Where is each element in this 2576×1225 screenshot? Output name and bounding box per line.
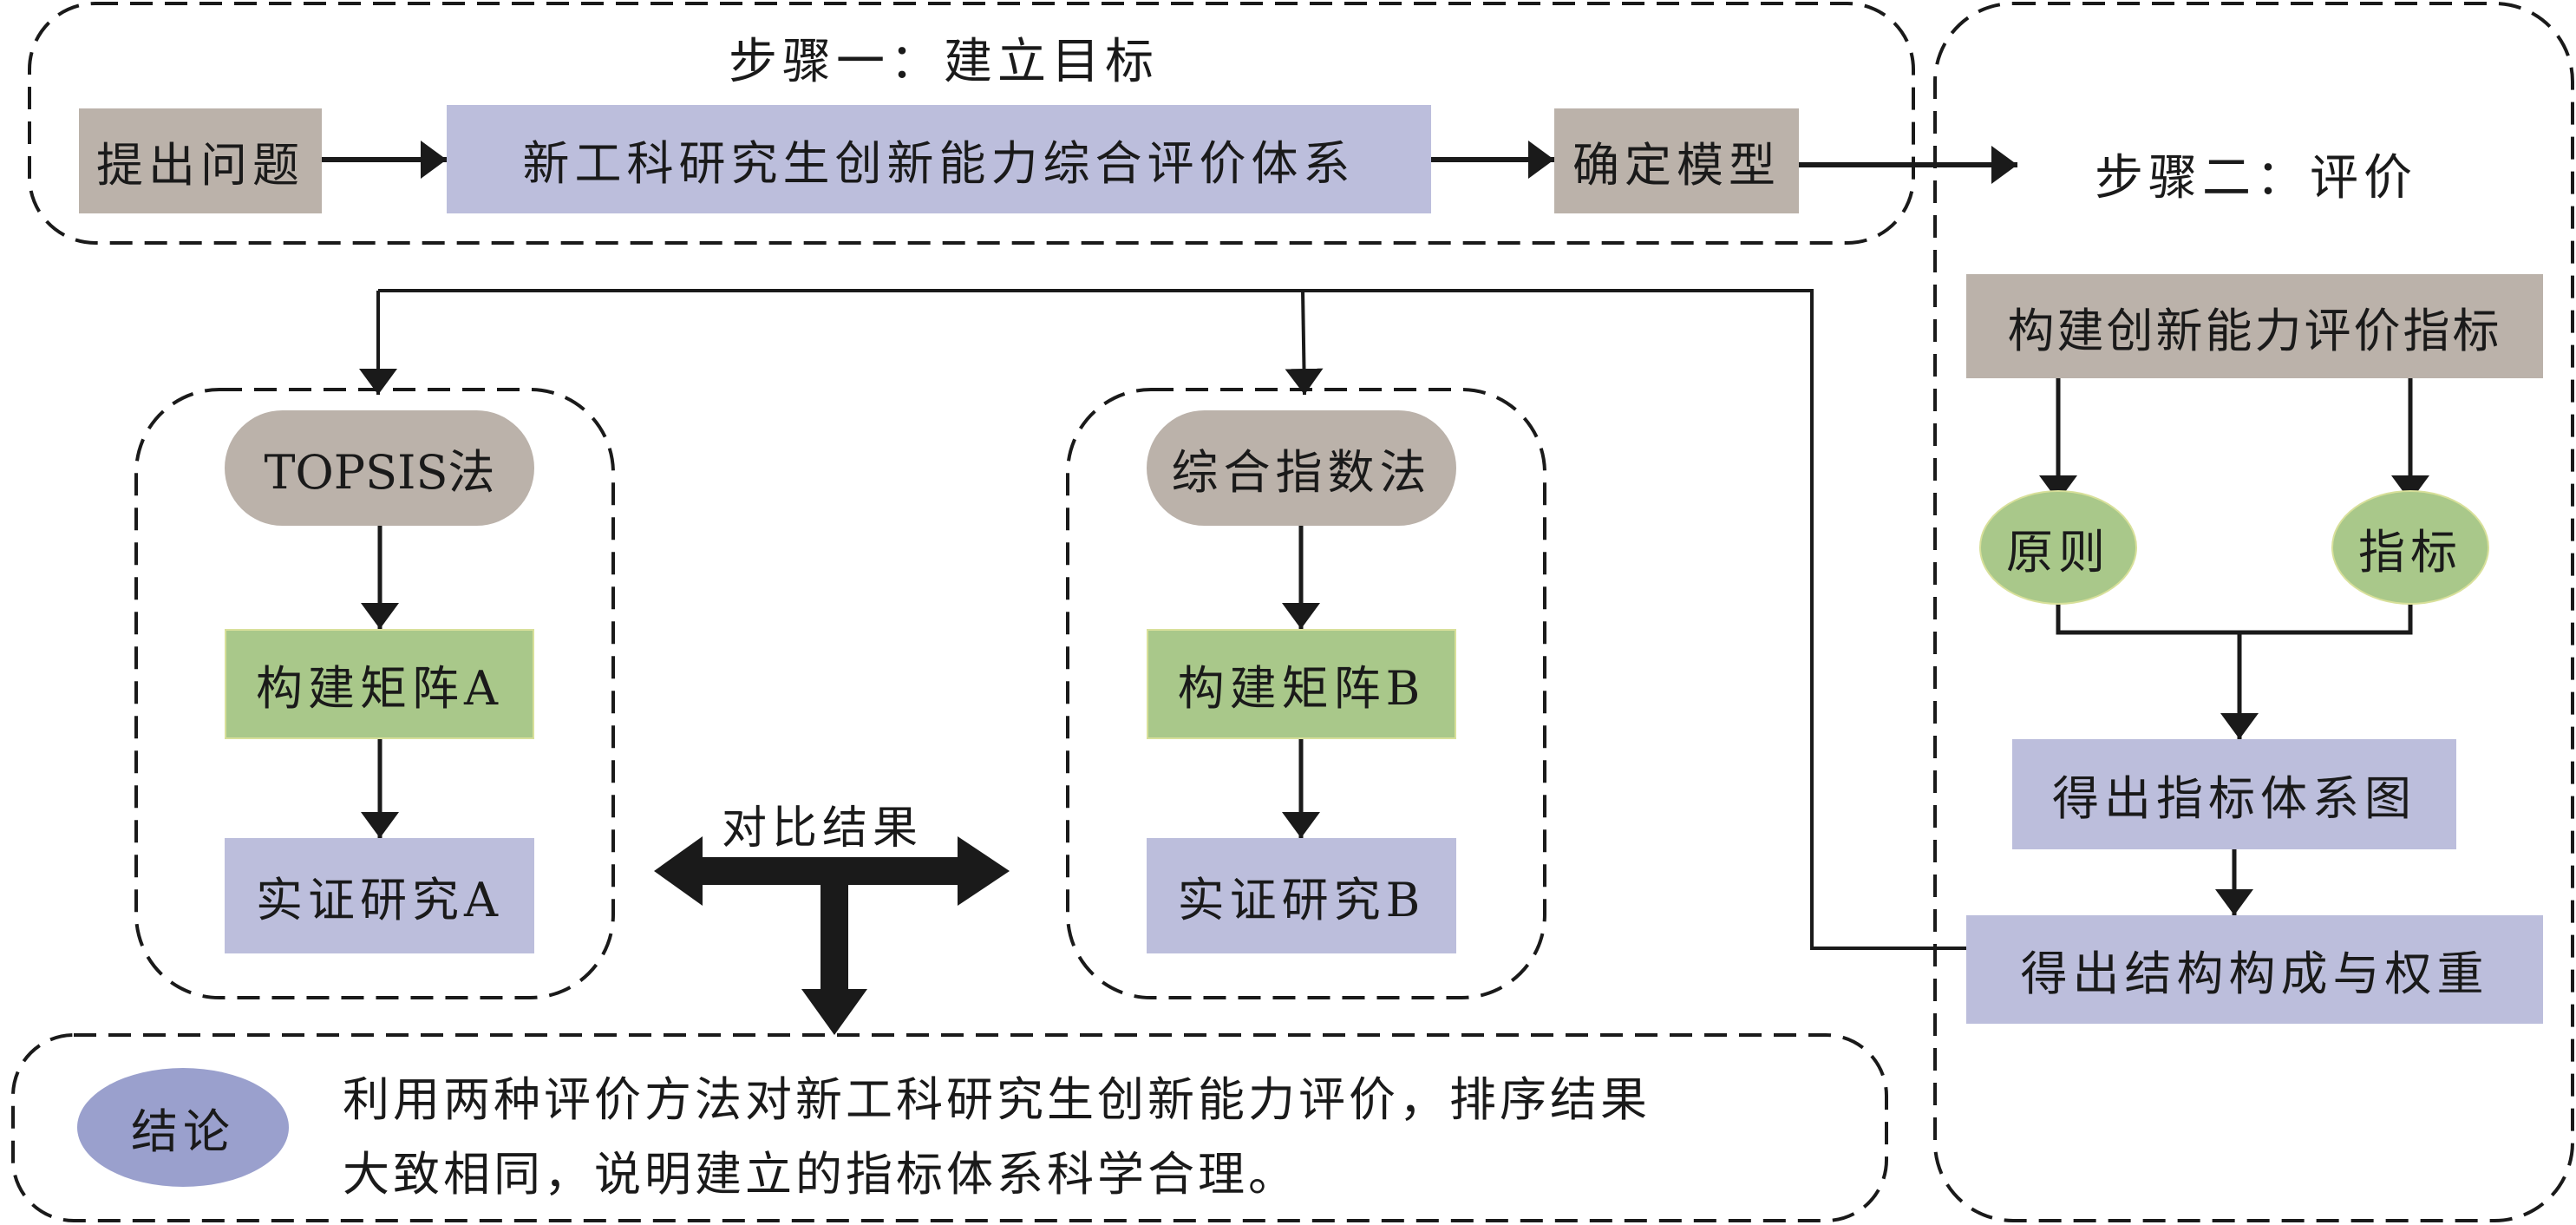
conclusion-line-1: 利用两种评价方法对新工科研究生创新能力评价，排序结果: [343, 1072, 1651, 1127]
conclusion-line-2: 大致相同，说明建立的指标体系科学合理。: [343, 1147, 1298, 1202]
indicator-node: 指标: [2331, 490, 2489, 605]
merge-line: [2056, 599, 2413, 635]
composite-index-method-node: 综合指数法: [1147, 410, 1456, 526]
build-indicators-box: 构建创新能力评价指标: [1966, 274, 2543, 378]
system-chart-box: 得出指标体系图: [2012, 739, 2456, 849]
study-A-box: 实证研究A: [225, 838, 534, 953]
matrix-A-box: 构建矩阵A: [225, 629, 534, 739]
conclusion-frame: [11, 1033, 1888, 1222]
step1-frame: [28, 2, 1915, 245]
study-B-box: 实证研究B: [1147, 838, 1456, 953]
conclusion-tag: 结论: [77, 1068, 289, 1187]
compare-label: 对比结果: [722, 802, 924, 855]
feedback-line: [378, 289, 1966, 950]
matrix-B-box: 构建矩阵B: [1147, 629, 1456, 739]
step2-frame: [1933, 2, 2574, 1222]
compare-arrow-icon: [654, 836, 1010, 1035]
arrow-to-methodB: [1285, 290, 1324, 396]
evaluation-system-box: 新工科研究生创新能力综合评价体系: [447, 105, 1431, 213]
step1-title: 步骤一：建立目标: [729, 34, 1159, 90]
raise-problem-box: 提出问题: [79, 108, 322, 213]
determine-model-box: 确定模型: [1554, 108, 1799, 213]
step2-title: 步骤二：评价: [2095, 150, 2417, 206]
principle-node: 原则: [1979, 490, 2137, 605]
topsis-method-node: TOPSIS法: [225, 410, 534, 526]
structure-weights-box: 得出结构构成与权重: [1966, 915, 2543, 1024]
